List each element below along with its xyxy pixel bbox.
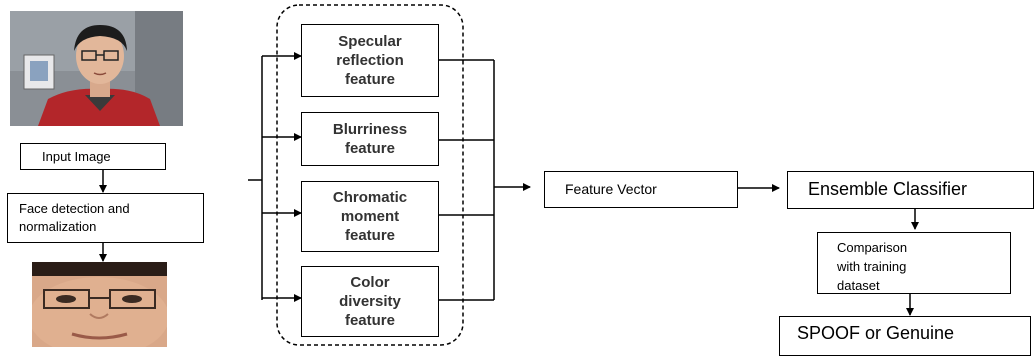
feature-chromatic-line1: Chromatic <box>332 189 408 206</box>
feature-color-diversity-line1: Color <box>350 274 390 291</box>
feature-box-chromatic-moment: Chromatic moment feature <box>301 181 439 252</box>
face-detection-box: Face detection and normalization <box>7 193 204 243</box>
comparison-line2: with training <box>837 259 907 274</box>
comparison-line3: dataset <box>837 278 880 293</box>
feature-vector-box: Feature Vector <box>544 171 738 208</box>
feature-box-specular-reflection: Specular reflection feature <box>301 24 439 97</box>
comparison-line1: Comparison <box>837 240 908 255</box>
feature-chromatic-line3: feature <box>344 227 396 244</box>
feature-group-dashed-border <box>276 4 464 346</box>
feature-specular-line3: feature <box>344 71 395 88</box>
feature-color-diversity-line3: feature <box>344 312 395 329</box>
connector-lines <box>99 4 919 346</box>
input-image-label: Input Image <box>42 149 111 164</box>
feature-blurriness-line2: feature <box>344 140 395 157</box>
feature-vector-label: Feature Vector <box>565 181 657 197</box>
output-box: SPOOF or Genuine <box>779 316 1031 356</box>
feature-box-color-diversity: Color diversity feature <box>301 266 439 337</box>
feature-color-diversity-line2: diversity <box>339 293 401 310</box>
feature-specular-line2: reflection <box>336 52 404 69</box>
feature-box-blurriness: Blurriness feature <box>301 112 439 166</box>
input-image-box: Input Image <box>20 143 166 170</box>
ensemble-classifier-label: Ensemble Classifier <box>808 179 968 199</box>
normalized-face-photo <box>32 262 167 347</box>
comparison-box: Comparison with training dataset <box>817 232 1011 294</box>
feature-chromatic-line2: moment <box>340 208 400 225</box>
face-detection-label-line2: normalization <box>19 219 97 234</box>
face-detection-label-line1: Face detection and <box>19 201 130 216</box>
feature-specular-line1: Specular <box>338 33 402 50</box>
ensemble-classifier-box: Ensemble Classifier <box>787 171 1034 209</box>
input-image-photo <box>10 11 183 126</box>
output-label: SPOOF or Genuine <box>797 323 955 343</box>
feature-blurriness-line1: Blurriness <box>332 121 408 138</box>
